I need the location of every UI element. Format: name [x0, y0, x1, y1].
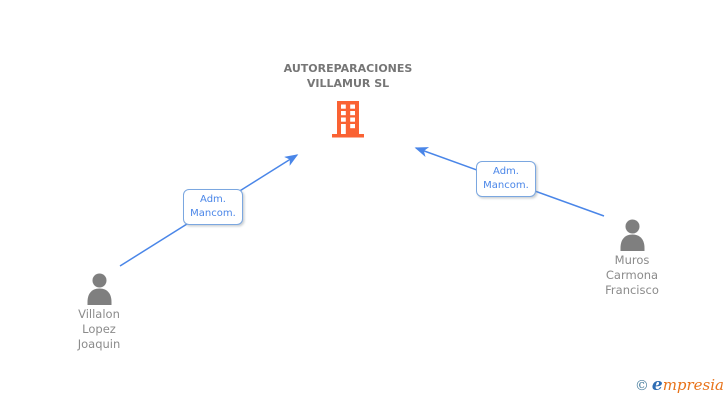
person-name-line1: Muros — [614, 253, 650, 267]
person-name-line3: Francisco — [605, 283, 659, 297]
building-icon — [238, 101, 458, 142]
company-name-line2: VILLAMUR SL — [306, 77, 390, 90]
relationship-label-left: Adm. Mancom. — [183, 189, 243, 225]
relationship-label-line2: Mancom. — [190, 208, 236, 219]
person-node-villalon[interactable]: Villalon Lopez Joaquin — [39, 273, 159, 352]
brand-text: mpresia — [662, 376, 724, 394]
empresia-logo[interactable]: ©empresia — [635, 375, 724, 395]
company-name-line1: AUTOREPARACIONES — [283, 62, 413, 75]
relationship-label-right: Adm. Mancom. — [476, 161, 536, 197]
brand-letter-e: e — [651, 375, 663, 395]
person-name-line1: Villalon — [78, 307, 120, 321]
person-icon — [87, 273, 111, 305]
relationship-label-line2: Mancom. — [483, 180, 529, 191]
company-name: AUTOREPARACIONES VILLAMUR SL — [238, 61, 458, 91]
person-name-line3: Joaquin — [77, 337, 121, 351]
person-name: Villalon Lopez Joaquin — [39, 307, 159, 352]
person-name: Muros Carmona Francisco — [572, 253, 692, 298]
relationship-label-line1: Adm. — [200, 194, 226, 205]
person-node-muros[interactable]: Muros Carmona Francisco — [572, 219, 692, 298]
relationship-label-line1: Adm. — [493, 166, 519, 177]
copyright-icon: © — [634, 378, 649, 394]
person-name-line2: Lopez — [82, 322, 116, 336]
company-node[interactable]: AUTOREPARACIONES VILLAMUR SL — [238, 61, 458, 142]
person-icon — [620, 219, 644, 251]
person-name-line2: Carmona — [605, 268, 659, 282]
